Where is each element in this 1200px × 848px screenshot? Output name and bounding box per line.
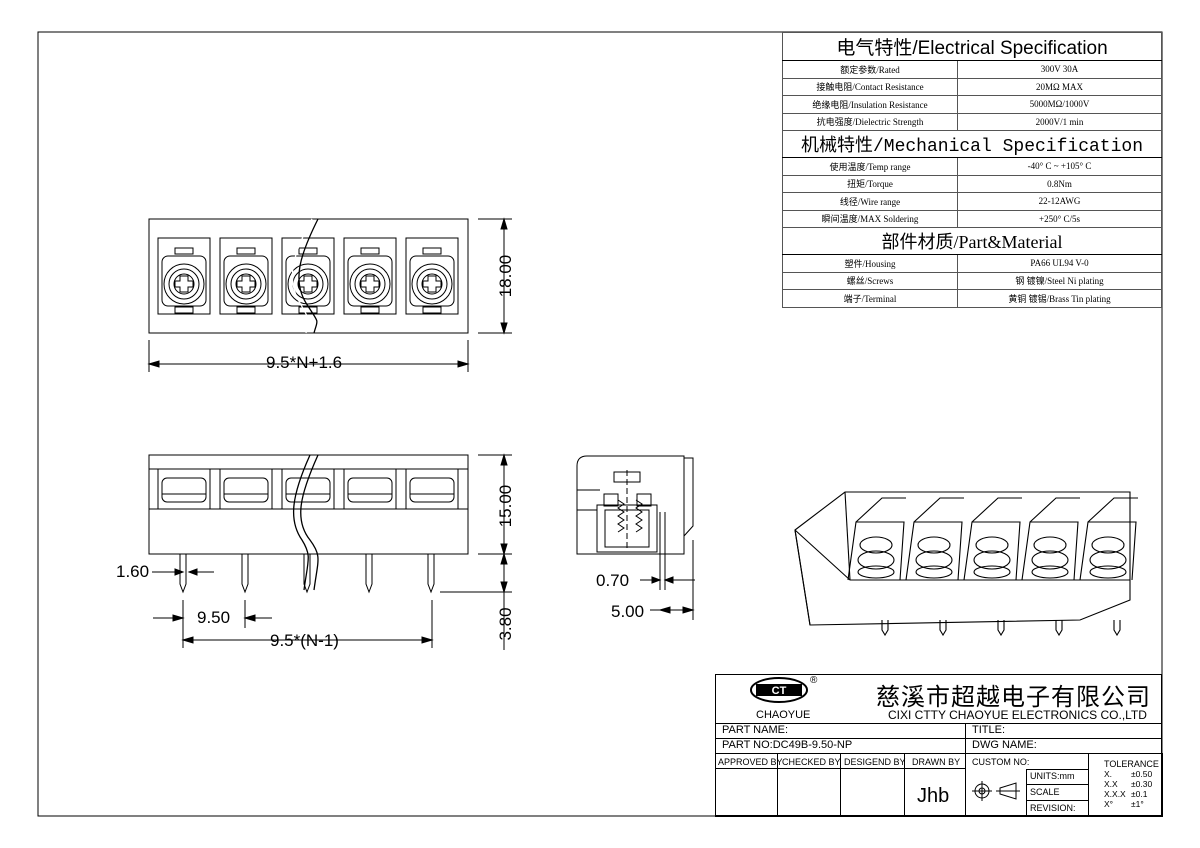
part-name-label: PART NAME: [722, 724, 789, 736]
dim-side-offset: 5.00 [611, 602, 645, 621]
spec-value: 0.8Nm [957, 174, 1162, 193]
tol-key: X.X [1104, 779, 1118, 789]
dim-width-top: 9.5*N+1.6 [266, 353, 343, 372]
spec-table: 电气特性/Electrical Specification 额定参数/Rated… [782, 32, 1162, 308]
terminal-front [405, 468, 459, 594]
brand-name: CHAOYUE [756, 709, 811, 721]
dim-side-thickness: 0.70 [596, 571, 630, 590]
logo-registered: ® [810, 675, 818, 686]
units: UNITS:mm [1030, 771, 1075, 781]
title-label: TITLE: [972, 724, 1006, 736]
terminal-screw [219, 237, 273, 315]
drawn-by-value: Jhb [917, 785, 950, 807]
mechanical-title: 机械特性/Mechanical Specification [782, 130, 1162, 158]
spec-label: 螺丝/Screws [782, 271, 958, 290]
checked-by: CHECKED BY [782, 757, 841, 767]
tolerance-title: TOLERANCE [1104, 759, 1159, 769]
terminal-screw [405, 237, 459, 315]
spec-label: 绝缘电阻/Insulation Resistance [782, 95, 958, 114]
logo-mark: CT [772, 685, 787, 697]
terminal-front [157, 468, 211, 594]
tol-key: X° [1104, 799, 1114, 809]
dim-height-top: 18.00 [496, 254, 515, 298]
chaoyue-logo: CT [750, 677, 808, 703]
tol-val: ±0.30 [1131, 779, 1153, 789]
projection-symbol-icon [972, 781, 1020, 801]
dim-pitch: 9.50 [197, 608, 231, 627]
spec-label: 端子/Terminal [782, 289, 958, 308]
spec-label: 使用温度/Temp range [782, 157, 958, 176]
front-view [148, 453, 512, 650]
spec-value: 300V 30A [957, 60, 1162, 79]
terminal-screw [157, 237, 211, 315]
company-en: CIXI CTTY CHAOYUE ELECTRONICS CO.,LTD [888, 708, 1147, 722]
spec-label: 线径/Wire range [782, 192, 958, 211]
terminal-screw [281, 237, 335, 315]
drawn-by: DRAWN BY [912, 757, 961, 767]
cell-revision [1026, 800, 1089, 817]
tol-val: ±0.1 [1131, 789, 1148, 799]
tol-key: X. [1104, 769, 1113, 779]
spec-label: 塑件/Housing [782, 254, 958, 273]
designed-by: DESIGEND BY [844, 757, 906, 767]
top-view [147, 217, 512, 372]
spec-value: 黄铜 镀锡/Brass Tin plating [957, 289, 1162, 308]
spec-value: 2000V/1 min [957, 112, 1162, 131]
spec-value: 22-12AWG [957, 192, 1162, 211]
company-cn: 慈溪市超越电子有限公司 [876, 684, 1151, 711]
side-view [576, 455, 695, 620]
tol-val: ±1° [1131, 799, 1144, 809]
dim-pin-span: 9.5*(N-1) [270, 631, 339, 650]
terminal-front [281, 468, 335, 594]
spec-value: -40° C ~ +105° C [957, 157, 1162, 176]
terminal-iso [963, 497, 1022, 637]
spec-label: 扭矩/Torque [782, 174, 958, 193]
scale: SCALE [1030, 787, 1060, 797]
part-no-label: PART NO:DC49B-9.50-NP [722, 739, 853, 751]
electrical-title: 电气特性/Electrical Specification [782, 32, 1162, 61]
spec-label: 抗电强度/Dielectric Strength [782, 112, 958, 131]
spec-value: 20MΩ MAX [957, 77, 1162, 96]
terminal-screw [343, 237, 397, 315]
approved-by: APPROVED BY [718, 757, 783, 767]
dwg-name-label: DWG NAME: [972, 739, 1037, 751]
spec-label: 接触电阻/Contact Resistance [782, 77, 958, 96]
terminal-iso [1079, 497, 1138, 637]
terminal-iso [905, 497, 964, 637]
material-title: 部件材质/Part&Material [782, 227, 1162, 255]
terminal-front [219, 468, 273, 594]
spec-value: PA66 UL94 V-0 [957, 254, 1162, 273]
dim-height-front: 15.00 [496, 484, 515, 528]
title-block: ® CHAOYUE 慈溪市超越电子有限公司 CIXI CTTY CHAOYUE … [715, 674, 1163, 817]
dim-pin-width: 1.60 [116, 562, 150, 581]
spec-value: +250° C/5s [957, 209, 1162, 228]
spec-value: 5000MΩ/1000V [957, 95, 1162, 114]
spec-value: 钢 镀镍/Steel Ni plating [957, 271, 1162, 290]
terminal-front [343, 468, 397, 594]
tol-key: X.X.X [1104, 789, 1126, 799]
custom-no: CUSTOM NO: [972, 757, 1030, 767]
tol-val: ±0.50 [1131, 769, 1153, 779]
isometric-view [794, 491, 1138, 637]
spec-label: 瞬间温度/MAX Soldering [782, 209, 958, 228]
dim-pin-length: 3.80 [496, 607, 515, 641]
terminal-iso [1021, 497, 1080, 637]
spec-label: 额定参数/Rated [782, 60, 958, 79]
revision: REVISION: [1030, 803, 1076, 813]
terminal-iso [847, 497, 906, 637]
